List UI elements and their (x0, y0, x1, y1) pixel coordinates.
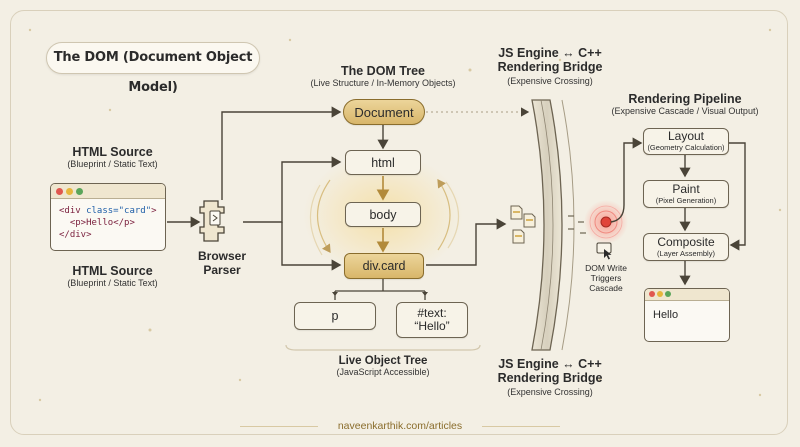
dom-node-text[interactable]: #text: “Hello” (396, 302, 468, 338)
layout-stage-detail: (Geometry Calculation) (647, 143, 725, 153)
bridge-title-line1-bottom: JS Engine ↔ C++ (498, 357, 602, 371)
composite-stage-label: Composite (657, 234, 715, 249)
html-source-window: <div class="card"> <p>Hello</p> </div> (50, 183, 166, 251)
live-object-tree-caption: Live Object Tree (JavaScript Accessible) (300, 355, 466, 377)
output-minimize-dot-icon (657, 291, 663, 297)
dom-node-div-card[interactable]: div.card (344, 253, 424, 279)
text-node-value: “Hello” (414, 319, 450, 333)
minimize-dot-icon (66, 187, 73, 195)
text-node-label: #text: (417, 306, 447, 320)
pipeline-heading: Rendering Pipeline (Expensive Cascade / … (610, 92, 760, 116)
code-attr-value: "card" (118, 206, 152, 216)
bridge-subtitle-bottom: (Expensive Crossing) (507, 387, 593, 397)
trigger-point (600, 216, 612, 228)
parser-label-line2: Parser (203, 263, 241, 277)
dom-tree-heading: The DOM Tree (Live Structure / In-Memory… (300, 64, 466, 88)
dom-node-document[interactable]: Document (343, 99, 425, 125)
rendered-output-window: Hello (644, 288, 730, 342)
pipeline-subtitle: (Expensive Cascade / Visual Output) (611, 106, 759, 116)
pipeline-stage-composite[interactable]: Composite (Layer Assembly) (643, 233, 729, 261)
output-window-titlebar (645, 289, 729, 301)
dom-write-line3: Cascade (589, 283, 623, 293)
footer-rule-right (482, 426, 560, 427)
parser-label-line1: Browser (197, 249, 247, 263)
div-children-link (334, 279, 426, 300)
bridge-title-line2: Rendering Bridge (497, 60, 603, 74)
outer-frame (10, 10, 788, 435)
parser-to-html-wire (243, 156, 342, 223)
tree-activity-arcs (309, 179, 460, 256)
decor-sparkles (28, 28, 782, 402)
parser-icon (199, 200, 225, 242)
diagram-title: The DOM (Document Object Model) (46, 42, 260, 95)
pipeline-stage-layout[interactable]: Layout (Geometry Calculation) (643, 128, 729, 155)
layout-stage-label: Layout (667, 129, 705, 144)
bridge-subtitle: (Expensive Crossing) (507, 76, 593, 86)
html-source-subtitle: (Blueprint / Static Text) (67, 159, 158, 169)
live-tree-bracket (285, 344, 481, 351)
html-source-heading-bottom: HTML Source (Blueprint / Static Text) (40, 264, 185, 288)
output-close-dot-icon (649, 291, 655, 297)
dom-node-p[interactable]: p (294, 302, 376, 330)
paint-stage-detail: (Pixel Generation) (655, 195, 717, 205)
pipeline-stage-paint[interactable]: Paint (Pixel Generation) (643, 180, 729, 208)
html-source-subtitle-bottom: (Blueprint / Static Text) (67, 278, 158, 288)
composite-stage-detail: (Layer Assembly) (657, 248, 715, 258)
code-tag-open: <div (59, 206, 87, 216)
dom-node-html[interactable]: html (345, 150, 421, 175)
cursor-icon (596, 242, 612, 260)
output-maximize-dot-icon (665, 291, 671, 297)
bridge-wall (531, 99, 563, 351)
live-tree-title: Live Object Tree (338, 355, 428, 367)
pipeline-title: Rendering Pipeline (628, 92, 742, 106)
layout-to-composite-bypass (729, 142, 746, 251)
footer-rule-left (240, 426, 318, 427)
html-source-title: HTML Source (72, 145, 153, 159)
code-line-2: <p>Hello</p> (69, 218, 135, 228)
bridge-heading-top: JS Engine ↔ C++ Rendering Bridge (Expens… (488, 46, 612, 88)
html-source-heading-top: HTML Source (Blueprint / Static Text) (40, 145, 185, 169)
parser-to-div-wire (281, 222, 342, 271)
window-titlebar (51, 184, 165, 199)
code-attr: class= (86, 206, 119, 216)
dom-tree-subtitle: (Live Structure / In-Memory Objects) (310, 78, 456, 88)
dom-node-body[interactable]: body (345, 202, 421, 227)
html-source-title-bottom: HTML Source (72, 264, 153, 278)
bridge-title-line2-bottom: Rendering Bridge (497, 371, 603, 385)
maximize-dot-icon (76, 187, 83, 195)
code-line-3: </div> (59, 230, 92, 240)
dom-write-line1: DOM Write (585, 263, 627, 273)
dom-write-line2: Triggers (590, 273, 622, 283)
browser-parser-label: Browser Parser (186, 249, 258, 277)
dom-write-caption: DOM Write Triggers Cascade (574, 263, 638, 293)
div-to-bridge-wire (426, 218, 507, 266)
paint-stage-label: Paint (672, 181, 700, 196)
html-code-block: <div class="card"> <p>Hello</p> </div> (51, 199, 165, 241)
bridge-heading-bottom: JS Engine ↔ C++ Rendering Bridge (Expens… (488, 357, 612, 399)
bridge-title-line1: JS Engine ↔ C++ (498, 46, 602, 60)
parser-to-document-wire (221, 106, 342, 200)
dom-tree-title: The DOM Tree (340, 64, 426, 78)
rendered-output-text: Hello (653, 309, 679, 321)
crossing-dashes (568, 215, 586, 234)
trigger-to-layout-wire (610, 137, 643, 223)
code-tag-close: > (151, 206, 157, 216)
close-dot-icon (56, 187, 63, 195)
live-tree-subtitle: (JavaScript Accessible) (336, 367, 430, 377)
footer-url[interactable]: naveenkarthik.com/articles (337, 420, 463, 432)
